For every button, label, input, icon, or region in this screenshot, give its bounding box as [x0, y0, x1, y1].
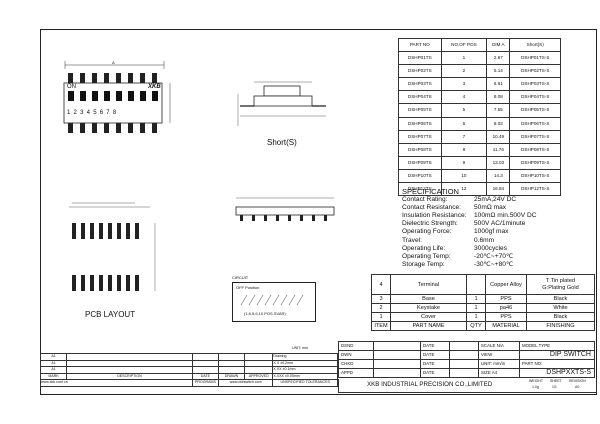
weight-label: WEIGHT: [529, 379, 543, 383]
bom-table: 4 Terminal Copper Alloy T Tin plated G:P…: [371, 274, 595, 331]
spec-row: Operating Temp:-20℃~+70℃: [402, 252, 514, 260]
company-name: XKB INDUSTRIAL PRECISION CO.,LIMITED: [367, 381, 493, 388]
spec-row: Operating Life:3000cycles: [402, 244, 507, 252]
circuit-box: [232, 282, 316, 322]
col-header: NO.OF POS: [440, 37, 488, 53]
drawing-frame: [40, 29, 597, 395]
part-number: DSHPXXTS-S: [519, 368, 595, 378]
specification-block: SPECIFICATION Contact Rating:25mA,24V DC…: [402, 187, 537, 269]
revision-label: REVISION: [569, 379, 586, 383]
revision-footer: www.xkb.com.cn PROGRAMS www.xkbswitch.co…: [40, 379, 338, 387]
table-row: A1 X.X ±0.2mm: [39, 359, 338, 368]
top-view-drawing: [63, 61, 171, 133]
spec-row: Contact Rating:25mA,24V DC: [402, 196, 517, 204]
front-view-drawing: [235, 197, 335, 221]
circuit-note: OFF Position: [236, 285, 260, 290]
part-number-table: PART NO NO.OF POS DIM A Short(S) DSHP01T…: [398, 37, 561, 197]
col-header: DIM A: [486, 37, 511, 53]
company-row: XKB INDUSTRIAL PRECISION CO.,LIMITED WEI…: [338, 379, 597, 393]
switch-brand: XKB: [148, 84, 161, 90]
spec-row: Travel:0.6mm: [402, 236, 495, 244]
col-header: Short(S): [509, 37, 561, 53]
spec-row: Contact Resistance:50mΩ max: [402, 204, 507, 212]
pcb-layout-drawing: [69, 202, 156, 291]
table-row: A1 X.XX ±0.1mm: [39, 366, 338, 374]
sheet-value: 1/1: [552, 385, 557, 389]
switch-on-label: ON: [67, 84, 76, 90]
spec-title: SPECIFICATION: [402, 187, 459, 196]
switch-numbers: 12345678: [67, 110, 120, 116]
table-row: A1 Drawing: [39, 353, 338, 361]
circuit-symbol: [240, 294, 304, 306]
revision-table: A1 Drawing A1 X.X ±0.2mm A1 X.XX ±0.1mm …: [39, 353, 338, 387]
col-header: PART NO: [398, 37, 442, 53]
product-name: DIP SWITCH: [519, 350, 595, 360]
table-row: 4 Terminal Copper Alloy T Tin plated G:P…: [371, 274, 595, 295]
spec-row: Storage Temp:-30℃~+80℃: [402, 260, 514, 268]
dim-a-label: A: [112, 60, 115, 65]
weight-value: 1.0g: [532, 385, 539, 389]
spec-row: Operating Force:1000gf max: [402, 228, 509, 236]
short-view-label: Short(S): [267, 138, 297, 147]
spec-row: Insulation Resistance:100mΩ min.500V DC: [402, 212, 537, 220]
side-view-drawing: [237, 81, 326, 126]
pcb-layout-label: PCB LAYOUT: [85, 310, 136, 319]
circuit-sub: (1,6,5,6,10 POS.SVAR): [244, 311, 286, 316]
spec-row: Dielectric Strength:500V AC/1minute: [402, 220, 526, 228]
revision-value: A0: [575, 385, 580, 389]
sheet-label: SHEET: [550, 379, 562, 383]
tolerance-unit: UNIT: mm: [292, 346, 308, 350]
circuit-title: CIRCUIT: [232, 275, 249, 280]
